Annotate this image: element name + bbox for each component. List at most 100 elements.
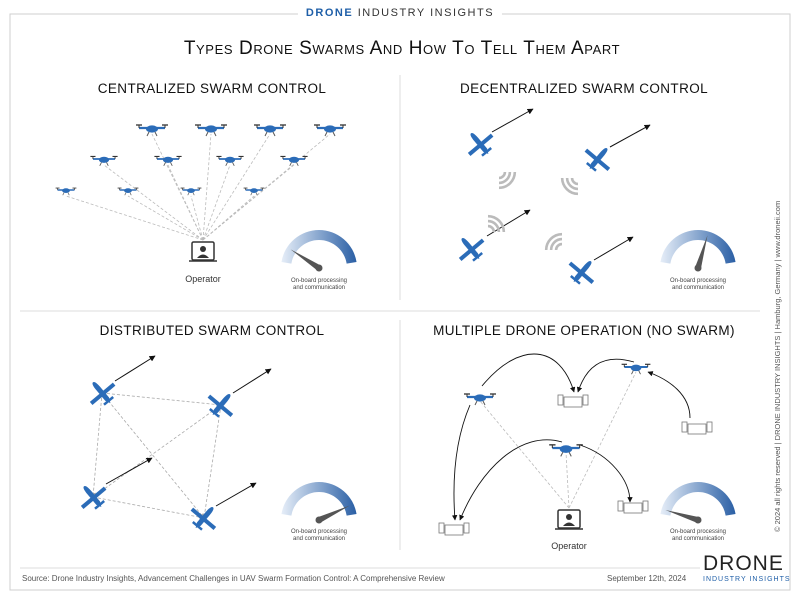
gauge-caption-line2: and communication: [671, 285, 725, 291]
gauge-caption-line2: and communication: [292, 536, 346, 542]
peer-link: [202, 404, 223, 519]
quadcopter-icon: [280, 155, 308, 166]
ground-station-icon: [681, 421, 713, 435]
signal-waves-icon: [498, 171, 517, 190]
ground-station-icon: [617, 500, 649, 514]
quadcopter-icon: [55, 187, 77, 196]
ground-station-icon: [438, 522, 470, 536]
fixed-wing-drone-icon: [584, 147, 611, 172]
fixed-wing-drone-icon: [80, 485, 107, 510]
flight-path: [579, 444, 633, 503]
control-link: [565, 451, 570, 509]
header-brand-rest: INDUSTRY INSIGHTS: [357, 7, 495, 19]
peer-link: [92, 404, 222, 498]
flight-path: [459, 439, 563, 521]
flight-path: [576, 358, 635, 393]
heading-arrow: [232, 368, 272, 394]
header-brand-bold: DRONE: [305, 7, 354, 19]
quadcopter-icon: [90, 155, 118, 166]
operator-icon: [555, 509, 583, 530]
fixed-wing-drone-icon: [467, 132, 494, 157]
multiple-title: MULTIPLE DRONE OPERATION (NO SWARM): [433, 323, 735, 338]
gauge-arc: [660, 482, 736, 516]
page-title: Types Drone Swarms And How To Tell Them …: [183, 38, 621, 59]
flight-path: [647, 371, 691, 419]
header-brand: DRONE INDUSTRY INSIGHTS: [297, 7, 503, 19]
gauge-caption-line1: On-board processing: [290, 278, 348, 284]
gauge-hub: [694, 264, 702, 272]
flight-path: [481, 353, 576, 393]
gauge-caption-line1: On-board processing: [290, 529, 348, 535]
operator-icon: [189, 241, 217, 262]
distributed-gauge: [281, 481, 357, 524]
centralized-title: CENTRALIZED SWARM CONTROL: [97, 81, 327, 96]
quadcopter-icon: [195, 124, 227, 137]
control-link: [190, 195, 204, 241]
gauge-hub: [315, 264, 323, 272]
footer-logo-title: DRONE: [703, 552, 784, 575]
quadcopter-icon: [621, 363, 651, 375]
footer-source: Source: Drone Industry Insights, Advance…: [22, 574, 445, 583]
peer-link: [101, 391, 222, 407]
quadcopter-icon: [464, 393, 496, 406]
gauge-needle: [695, 235, 708, 269]
control-link: [479, 400, 570, 509]
signal-waves-icon: [560, 177, 579, 196]
quadcopter-icon: [180, 187, 202, 196]
decentralized-gauge: [660, 230, 736, 272]
quadcopter-icon: [154, 155, 182, 166]
heading-arrow: [215, 482, 257, 507]
fixed-wing-drone-icon: [568, 260, 595, 285]
footer-date: September 12th, 2024: [607, 574, 687, 583]
centralized-gauge: [281, 229, 357, 272]
gauge-caption-line1: On-board processing: [669, 278, 727, 284]
fixed-wing-drone-icon: [458, 237, 485, 262]
gauge-arc: [281, 229, 357, 264]
decentralized-title: DECENTRALIZED SWARM CONTROL: [459, 81, 709, 96]
heading-arrow: [491, 108, 534, 133]
footer-logo-subtitle: INDUSTRY INSIGHTS: [703, 576, 791, 583]
heading-arrow: [609, 124, 651, 148]
heading-arrow: [105, 457, 153, 485]
control-link: [103, 164, 204, 241]
gauge-needle: [317, 505, 350, 523]
gauge-arc: [660, 230, 736, 264]
control-link: [202, 164, 231, 241]
fixed-wing-drone-icon: [207, 393, 234, 418]
quadcopter-icon: [216, 155, 244, 166]
gauge-caption-line1: On-board processing: [669, 529, 727, 535]
control-link: [568, 371, 637, 509]
fixed-wing-drone-icon: [89, 381, 116, 406]
peer-link: [90, 392, 105, 498]
gauge-needle: [290, 249, 321, 271]
peer-link: [92, 495, 205, 520]
control-link: [202, 133, 212, 241]
signal-waves-icon: [487, 214, 506, 233]
multiple-gauge: [660, 482, 736, 524]
quadcopter-icon: [136, 124, 168, 137]
peer-link: [101, 392, 205, 519]
distributed-title: DISTRIBUTED SWARM CONTROL: [99, 323, 325, 338]
quadcopter-icon: [243, 187, 265, 196]
quadcopter-icon: [117, 187, 139, 196]
control-link: [202, 133, 271, 241]
side-copyright: © 2024 all rights reserved | DRONE INDUS…: [773, 200, 782, 532]
gauge-hub: [694, 516, 702, 524]
ground-station-icon: [557, 394, 589, 408]
quadcopter-icon: [314, 124, 346, 137]
control-link: [65, 195, 204, 241]
gauge-arc: [281, 481, 357, 516]
gauge-hub: [315, 516, 323, 524]
heading-arrow: [593, 236, 634, 261]
control-link: [167, 164, 204, 241]
flight-path: [451, 404, 471, 521]
gauge-caption-line2: and communication: [292, 285, 346, 291]
centralized-operator-label: Operator: [185, 274, 221, 284]
control-link: [127, 195, 204, 241]
